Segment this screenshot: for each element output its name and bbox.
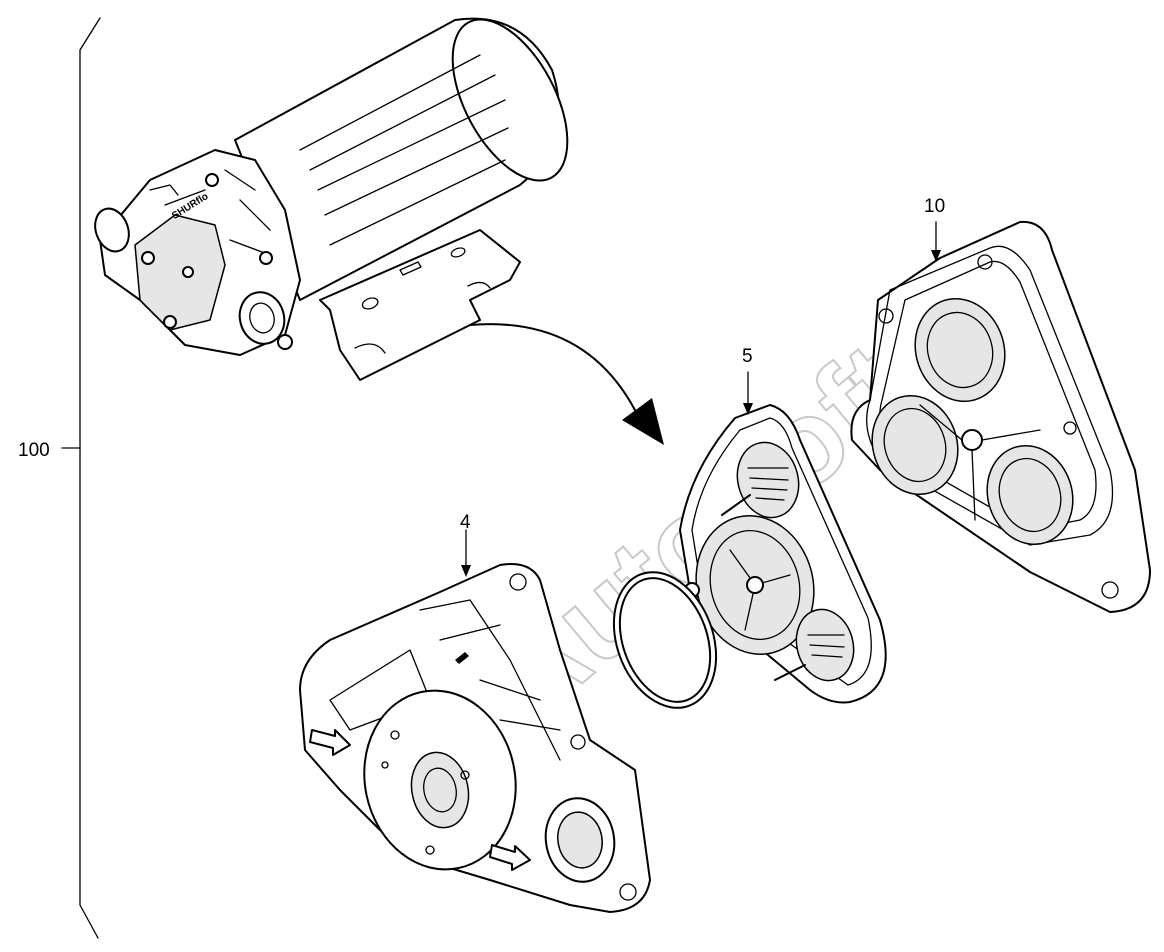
callout-10: 10: [924, 196, 945, 217]
callout-100: 100: [18, 440, 50, 461]
assembly-arrow: [469, 323, 664, 445]
part-5-diaphragm: [659, 404, 887, 704]
assembly-bracket: [61, 17, 101, 939]
o-ring: [612, 571, 718, 709]
pump-motor-assembly: [94, 17, 569, 381]
callout-4: 4: [460, 512, 471, 533]
part-10-cover: [850, 220, 1151, 613]
callout-5: 5: [742, 346, 753, 367]
part-4-housing: [299, 563, 651, 913]
